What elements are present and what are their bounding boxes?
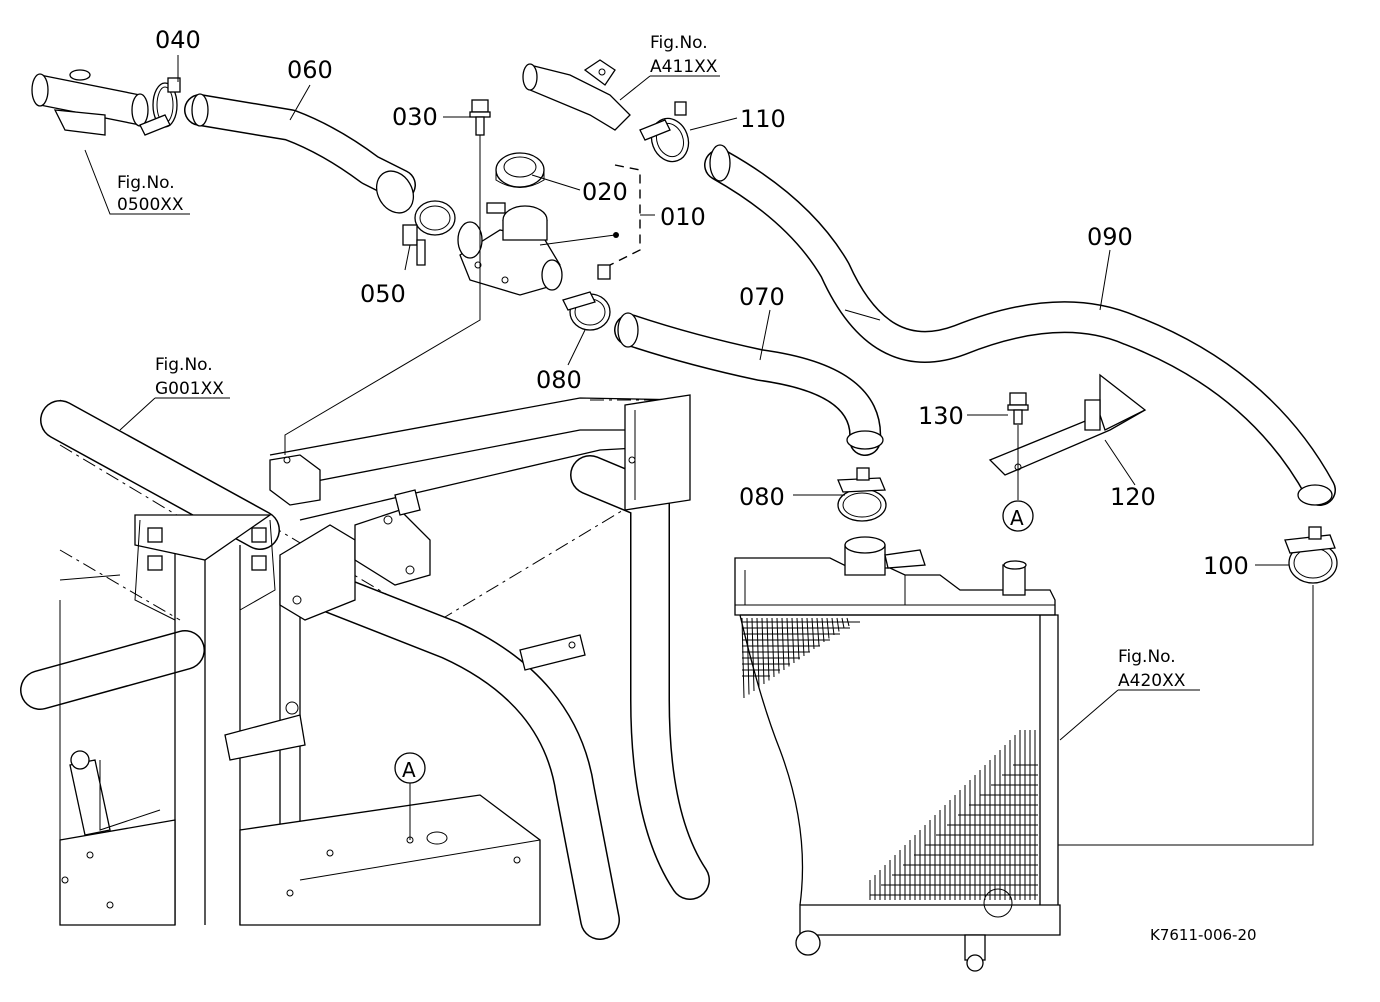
callout-080-lower: 080 bbox=[739, 483, 785, 511]
fig-ref-G001-label: Fig.No. bbox=[155, 355, 213, 375]
fig-ref-0500-label: Fig.No. bbox=[117, 173, 175, 193]
callout-120: 120 bbox=[1110, 483, 1156, 511]
marker-A-bracket: A bbox=[1010, 506, 1024, 530]
callout-030: 030 bbox=[392, 103, 438, 131]
hose-070 bbox=[614, 312, 884, 456]
marker-circle-frame bbox=[394, 752, 426, 784]
radiator bbox=[734, 536, 1061, 972]
fig-ref-A411-label: Fig.No. bbox=[650, 33, 708, 53]
callout-090: 090 bbox=[1087, 223, 1133, 251]
markers: A A bbox=[394, 500, 1034, 784]
fitting-A411 bbox=[522, 59, 631, 131]
callout-130: 130 bbox=[918, 402, 964, 430]
drawing-code: K7611-006-20 bbox=[1150, 926, 1257, 944]
callout-010: 010 bbox=[660, 203, 706, 231]
marker-A-frame: A bbox=[402, 758, 416, 782]
callout-020: 020 bbox=[582, 178, 628, 206]
clamp-040 bbox=[139, 77, 181, 136]
callouts: 040 060 030 020 010 050 080 070 080 110 … bbox=[155, 26, 1249, 580]
clamp-050 bbox=[402, 200, 456, 266]
clamp-080-lower bbox=[837, 467, 887, 522]
hose-060 bbox=[184, 93, 416, 214]
callout-110: 110 bbox=[740, 105, 786, 133]
bolt-030 bbox=[469, 99, 491, 136]
clamp-110 bbox=[639, 101, 690, 163]
fig-ref-A420-label: Fig.No. bbox=[1118, 647, 1176, 667]
callout-040: 040 bbox=[155, 26, 201, 54]
cap-020 bbox=[495, 152, 545, 188]
callout-070: 070 bbox=[739, 283, 785, 311]
fig-ref-0500-number: 0500XX bbox=[117, 195, 184, 215]
radiator-fins-top bbox=[741, 617, 860, 699]
outlet-fitting-0500 bbox=[31, 69, 149, 136]
radiator-fins-bottom bbox=[869, 730, 1038, 900]
callout-060: 060 bbox=[287, 56, 333, 84]
callout-080-upper: 080 bbox=[536, 366, 582, 394]
clamp-080-upper bbox=[562, 264, 611, 331]
marker-circle-bracket bbox=[1002, 500, 1034, 532]
hose-090 bbox=[704, 144, 1336, 506]
fig-ref-A411-number: A411XX bbox=[650, 57, 718, 77]
callout-050: 050 bbox=[360, 280, 406, 308]
callout-100: 100 bbox=[1203, 552, 1249, 580]
leader-lines bbox=[84, 55, 1314, 846]
bracket-120 bbox=[988, 373, 1147, 476]
figure-references: Fig.No. 0500XX Fig.No. A411XX Fig.No. G0… bbox=[117, 33, 1186, 691]
fig-ref-A420-number: A420XX bbox=[1118, 671, 1186, 691]
housing-010 bbox=[457, 202, 563, 296]
fig-ref-G001-number: G001XX bbox=[155, 379, 224, 399]
tractor-frame bbox=[20, 394, 710, 940]
clamp-100 bbox=[1284, 526, 1338, 584]
bolt-130 bbox=[1007, 392, 1029, 425]
